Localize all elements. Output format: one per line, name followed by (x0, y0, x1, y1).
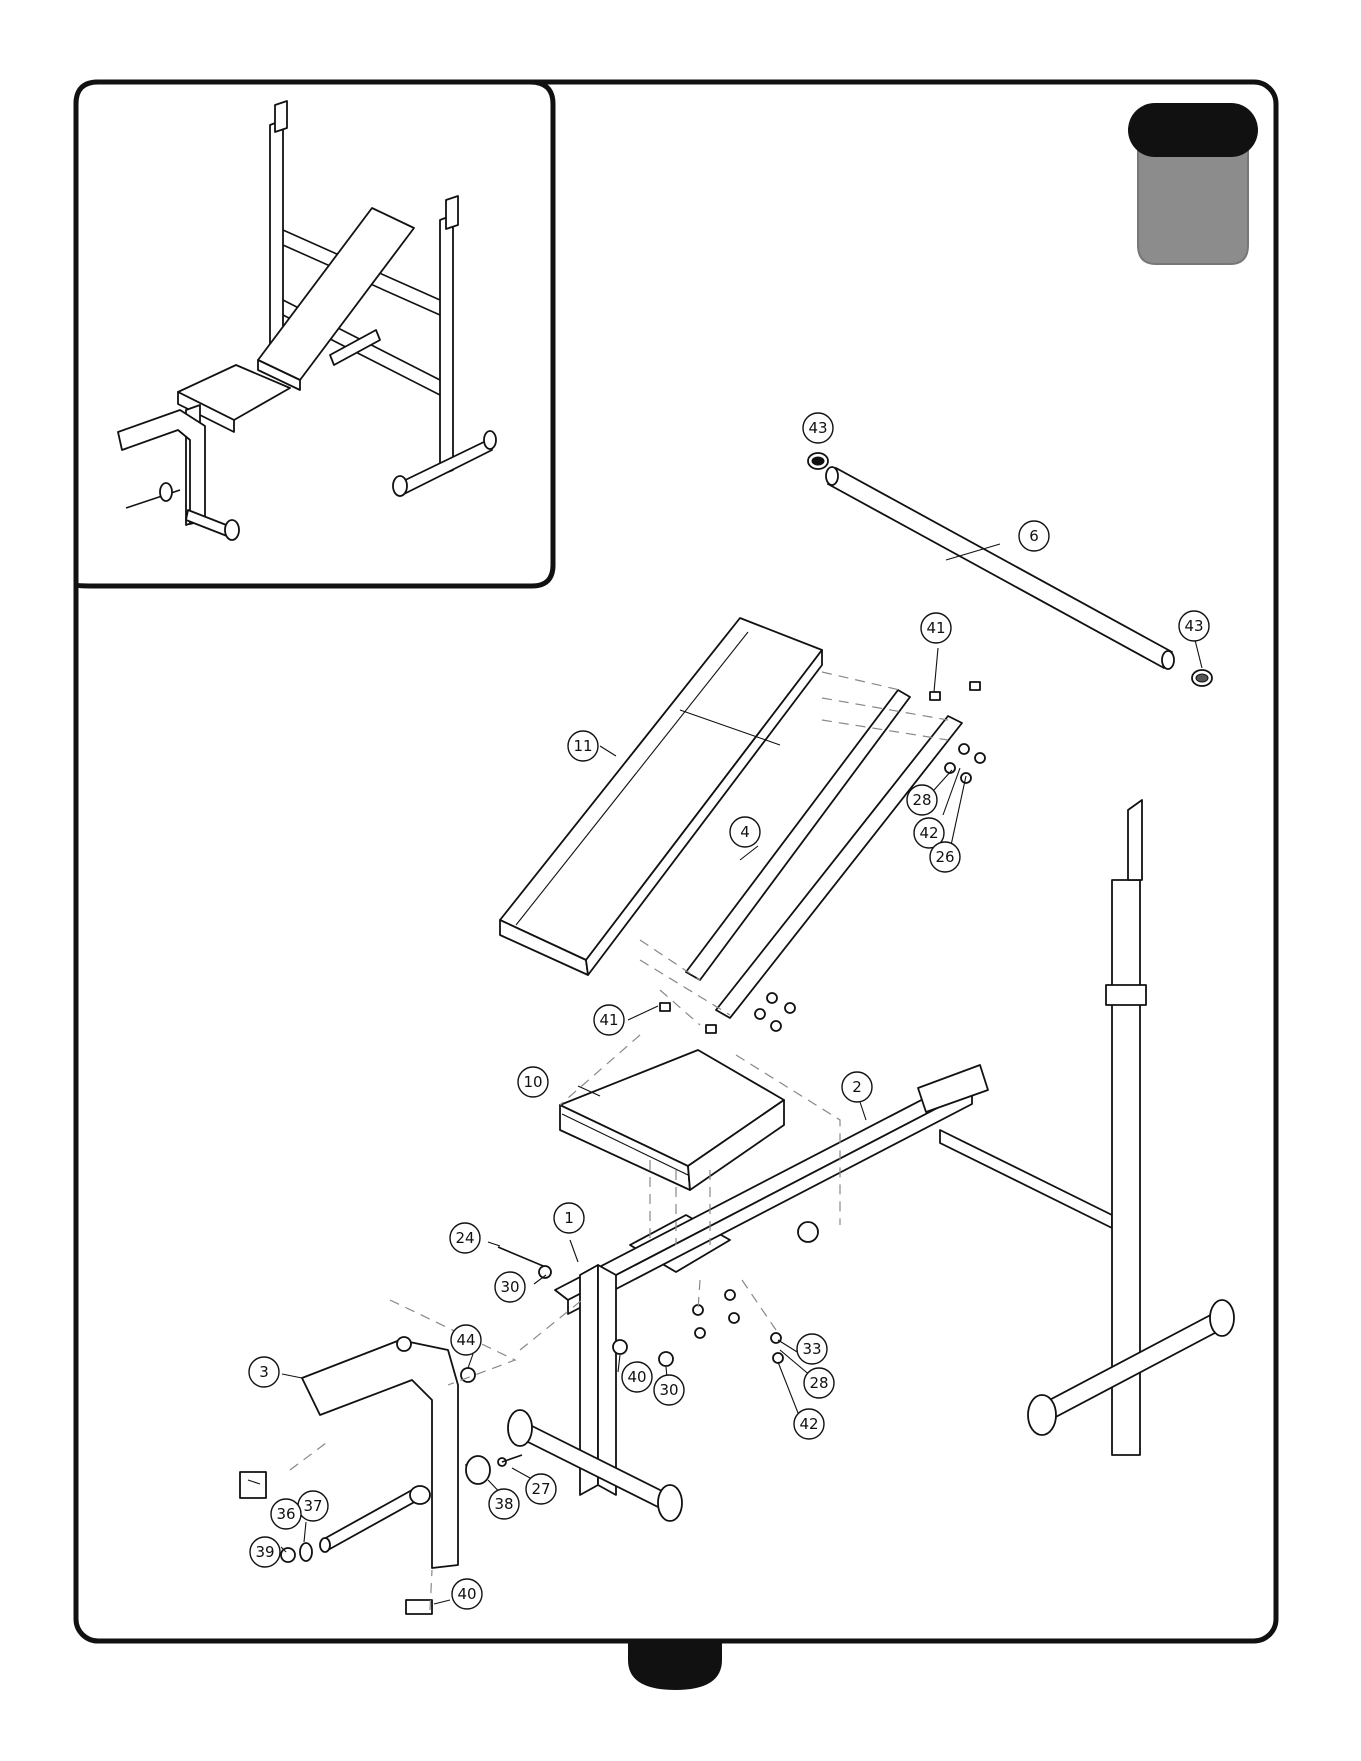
callout-24: 24 (450, 1223, 480, 1253)
page-number-tab (628, 1642, 722, 1690)
callout-label: 24 (455, 1229, 474, 1247)
part-rear-crossbar (940, 1130, 1112, 1228)
callout-label: 43 (808, 419, 827, 437)
callout-33: 33 (797, 1334, 827, 1364)
callout-label: 42 (919, 824, 938, 842)
part-end-cap-43-top (808, 453, 828, 469)
callout-26: 26 (930, 842, 960, 872)
callout-38: 38 (489, 1489, 519, 1519)
callout-label: 1 (564, 1209, 574, 1227)
callout-label: 40 (457, 1585, 476, 1603)
callout-label: 11 (573, 737, 592, 755)
callout-4: 4 (730, 817, 760, 847)
callout-label: 33 (802, 1340, 821, 1358)
callout-3: 3 (249, 1357, 279, 1387)
callout-36: 36 (271, 1499, 301, 1529)
callout-label: 3 (259, 1363, 269, 1381)
callout-label: 28 (912, 791, 931, 809)
callout-label: 41 (926, 619, 945, 637)
callout-37: 37 (298, 1491, 328, 1521)
callout-label: 36 (276, 1505, 295, 1523)
part-leg-developer-3 (302, 1340, 458, 1568)
part-seat-pad-10 (560, 1050, 784, 1190)
callout-1: 1 (554, 1203, 584, 1233)
callout-43: 43 (1179, 611, 1209, 641)
callout-label: 39 (255, 1543, 274, 1561)
step-tab (1128, 103, 1258, 264)
callout-label: 10 (523, 1073, 542, 1091)
callout-label: 28 (809, 1374, 828, 1392)
callout-label: 40 (627, 1368, 646, 1386)
callout-label: 2 (852, 1078, 862, 1096)
callout-label: 6 (1029, 527, 1039, 545)
callout-label: 37 (303, 1497, 322, 1515)
callout-43: 43 (803, 413, 833, 443)
callout-label: 42 (799, 1415, 818, 1433)
callout-40: 40 (452, 1579, 482, 1609)
callout-label: 27 (531, 1480, 550, 1498)
part-back-pad-11 (500, 618, 822, 975)
part-end-cap-43-bottom (1192, 670, 1212, 686)
callout-2: 2 (842, 1072, 872, 1102)
callout-28: 28 (804, 1368, 834, 1398)
part-bar-6 (826, 467, 1174, 669)
callout-30: 30 (654, 1375, 684, 1405)
callout-40: 40 (622, 1362, 652, 1392)
callout-10: 10 (518, 1067, 548, 1097)
callout-28: 28 (907, 785, 937, 815)
callout-label: 26 (935, 848, 954, 866)
callout-44: 44 (451, 1325, 481, 1355)
callout-41: 41 (921, 613, 951, 643)
callout-label: 44 (456, 1331, 475, 1349)
part-leg-rod (320, 1486, 430, 1552)
callout-41: 41 (594, 1005, 624, 1035)
callout-39: 39 (250, 1537, 280, 1567)
callout-label: 41 (599, 1011, 618, 1029)
callout-label: 43 (1184, 617, 1203, 635)
callout-label: 30 (500, 1278, 519, 1296)
callout-6: 6 (1019, 521, 1049, 551)
callout-30: 30 (495, 1272, 525, 1302)
callout-27: 27 (526, 1474, 556, 1504)
callout-11: 11 (568, 731, 598, 761)
part-roller-37 (466, 1456, 490, 1484)
callout-42: 42 (794, 1409, 824, 1439)
callout-label: 4 (740, 823, 750, 841)
callout-label: 38 (494, 1495, 513, 1513)
callout-label: 30 (659, 1381, 678, 1399)
